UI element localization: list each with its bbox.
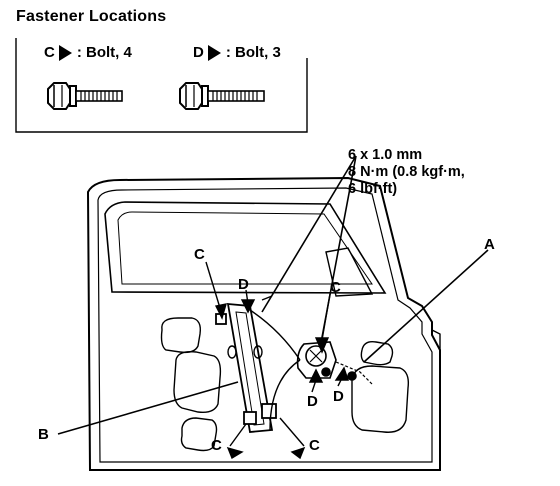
callout-d-lower-right: D [333, 388, 344, 405]
c-pointer-arrows [205, 261, 331, 460]
callout-b: B [38, 426, 49, 443]
callout-c-upper-left: C [194, 246, 205, 263]
callout-c-lower-left: C [211, 437, 222, 454]
callout-d-lower-left: D [307, 393, 318, 410]
door-shell [86, 176, 441, 471]
inner-panel-holes [160, 317, 410, 452]
regulator-motor [269, 341, 373, 431]
legend-c-letter: C [44, 44, 55, 61]
regulator-rail [215, 295, 301, 433]
torque-spec: 6 x 1.0 mm 8 N·m (0.8 kgf·m, 6 lbf·ft) [348, 147, 465, 198]
spec-line-3: 6 lbf·ft) [348, 181, 398, 197]
rail-fastener-marks [227, 345, 263, 359]
d-pointer-arrows [240, 289, 349, 393]
legend-c-text: : Bolt, 4 [76, 44, 132, 61]
callout-c-lower-right: C [309, 437, 320, 454]
legend-d-text: : Bolt, 3 [225, 44, 281, 61]
spec-line-2: 8 N·m (0.8 kgf·m, [348, 164, 465, 180]
legend-c-arrow-icon [58, 44, 72, 61]
bolt-c-icon [47, 82, 123, 110]
diagram-title: Fastener Locations [16, 8, 167, 25]
legend-d-arrow-icon [207, 44, 221, 61]
legend-d-letter: D [193, 44, 204, 61]
spec-leader-lines [261, 155, 357, 349]
callout-c-upper-right: C [330, 279, 341, 296]
legend-bolt-c: C : Bolt, 4 [44, 44, 132, 61]
legend-bolt-d: D : Bolt, 3 [193, 44, 281, 61]
spec-line-1: 6 x 1.0 mm [348, 147, 423, 163]
leader-a [363, 249, 489, 363]
bolt-d-icon [179, 82, 265, 110]
leader-b [57, 381, 239, 435]
callout-a: A [484, 236, 495, 253]
legend-box-frame [15, 38, 308, 133]
